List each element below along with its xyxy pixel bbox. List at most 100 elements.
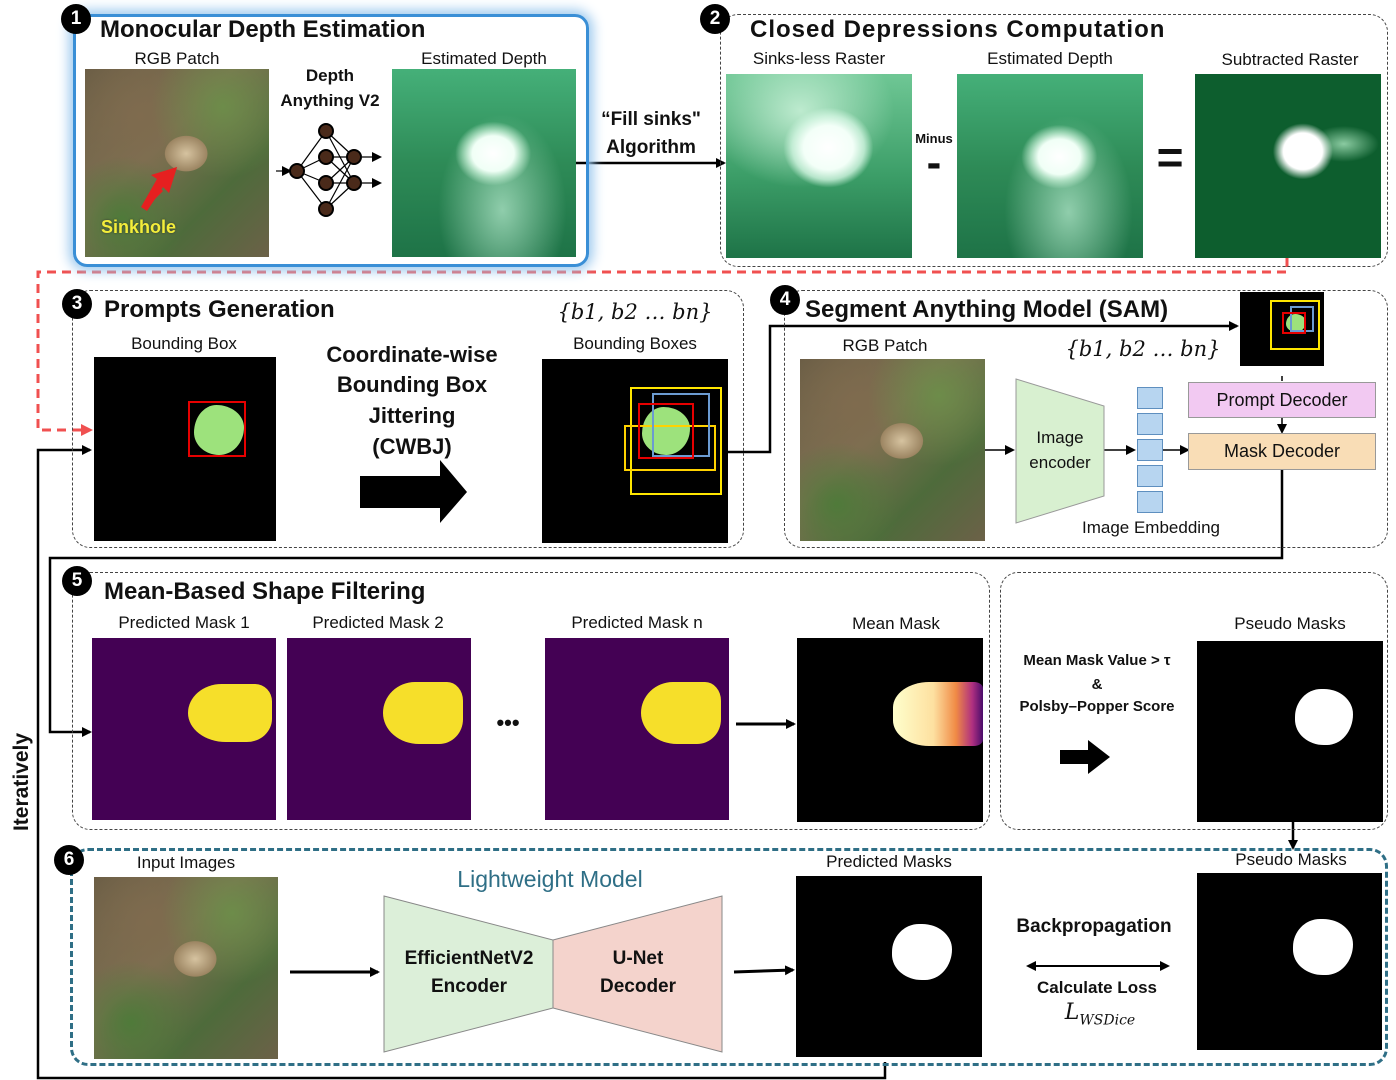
loss-subscript: WSDice <box>1079 1012 1136 1029</box>
subtracted-raster-label: Subtracted Raster <box>1221 50 1359 69</box>
image-encoder-line1: Image <box>1036 428 1084 447</box>
estimated-depth-image <box>392 69 576 257</box>
predicted-mask-1-label: Predicted Mask 1 <box>118 613 250 632</box>
pseudo-masks-label: Pseudo Masks <box>1234 614 1346 633</box>
model-name-line1: Depth <box>305 66 355 85</box>
criterion-line1: Mean Mask Value > τ <box>1023 652 1171 669</box>
mask-blob <box>194 405 244 455</box>
mask-blob <box>642 407 690 455</box>
section-6-badge: 6 <box>54 845 84 875</box>
mask-blob <box>383 682 463 744</box>
pseudo-masks-6-label: Pseudo Masks <box>1235 850 1347 869</box>
image-encoder-shape <box>1015 378 1105 524</box>
mean-mask-blob <box>893 682 983 746</box>
section-1-title: Monocular Depth Estimation <box>100 16 426 43</box>
section-2-badge: 2 <box>700 4 730 34</box>
estimated-depth-2-label: Estimated Depth <box>987 49 1113 68</box>
predicted-masks-label: Predicted Masks <box>826 852 952 871</box>
bbox-red <box>638 403 694 459</box>
lw-encoder-line1: EfficientNetV2 <box>404 948 534 969</box>
bbox-red <box>188 401 246 457</box>
section-5-panel <box>72 572 990 830</box>
mask-decoder-block: Mask Decoder <box>1188 433 1376 470</box>
calculate-loss-label: Calculate Loss <box>1037 978 1157 997</box>
image-encoder-line2: encoder <box>1029 453 1091 472</box>
embedding-cell <box>1137 439 1163 461</box>
sam-prompt-thumbnail <box>1240 292 1324 366</box>
lw-decoder-line2: Decoder <box>599 976 677 997</box>
pseudo-masks-6-image <box>1197 873 1382 1050</box>
section-4-badge: 4 <box>770 285 800 315</box>
section-4-title: Segment Anything Model (SAM) <box>805 296 1169 323</box>
mask-blob <box>1295 689 1353 745</box>
ellipsis: ••• <box>496 710 520 735</box>
sam-to-filter-arrow <box>48 470 1284 737</box>
cwbj-line2: Bounding Box <box>336 372 488 397</box>
embedding-cell <box>1137 413 1163 435</box>
boxes-set-label: {b1, b2 … bn} <box>557 300 713 324</box>
cwbj-line4: (CWBJ) <box>372 434 452 459</box>
sam-rgb-patch-label: RGB Patch <box>842 336 928 355</box>
predicted-mask-n-label: Predicted Mask n <box>571 613 703 632</box>
cwbj-block-arrow <box>360 460 467 523</box>
section-6-panel <box>70 848 1388 1066</box>
lw-encoder-line2: Encoder <box>430 976 508 997</box>
predicted-mask-2-label: Predicted Mask 2 <box>312 613 444 632</box>
subtracted-raster-image <box>1195 74 1381 258</box>
input-images-label: Input Images <box>136 853 236 872</box>
loss-symbol: L <box>1064 1000 1080 1025</box>
section-5-badge: 5 <box>62 566 92 596</box>
filter-criteria-panel <box>1000 572 1388 830</box>
lw-decoder-shape <box>552 895 723 1053</box>
loss-formula: LWSDice <box>1000 1000 1200 1028</box>
predicted-mask-n-image <box>545 638 729 820</box>
prompts-to-sam-arrow <box>728 321 1239 454</box>
sinkhole-label: Sinkhole <box>101 217 177 237</box>
sinkless-raster-label: Sinks-less Raster <box>752 49 886 68</box>
lightweight-model-title: Lightweight Model <box>457 866 643 892</box>
image-embedding-label: Image Embedding <box>1082 518 1220 537</box>
iteratively-label: Iteratively <box>10 732 33 832</box>
section-3-panel <box>72 290 744 548</box>
section-4-panel <box>784 290 1388 548</box>
bounding-boxes-image <box>542 359 728 543</box>
rgb-patch-image: Sinkhole <box>85 69 269 257</box>
pseudo-mask-image <box>1197 641 1383 822</box>
section-1-panel <box>73 14 589 267</box>
mask-blob <box>188 684 272 742</box>
criterion-line2: & <box>1091 676 1103 693</box>
section-3-title: Prompts Generation <box>104 296 335 323</box>
cwbj-line3: Jittering <box>368 403 456 428</box>
minus-label: Minus <box>915 131 953 146</box>
filter-block-arrow <box>1060 740 1110 774</box>
minus-sign: - <box>926 138 942 187</box>
backpropagation-label: Backpropagation <box>1016 916 1172 937</box>
bbox-yellow-1 <box>630 387 722 495</box>
section-2-title: Closed Depressions Computation <box>750 16 1166 43</box>
bounding-boxes-label: Bounding Boxes <box>573 334 697 353</box>
section-3-badge: 3 <box>62 289 92 319</box>
predicted-mask-1-image <box>92 638 276 820</box>
section-5-title: Mean-Based Shape Filtering <box>104 578 426 605</box>
fill-sinks-line1: “Fill sinks" <box>601 109 701 130</box>
embedding-cell <box>1137 491 1163 513</box>
mask-blob <box>641 682 721 744</box>
estimated-depth-2-image <box>957 74 1143 258</box>
cwbj-line1: Coordinate-wise <box>326 342 498 367</box>
bounding-box-label: Bounding Box <box>131 334 237 353</box>
input-images-image <box>94 877 278 1059</box>
equals-sign: = <box>1156 131 1184 183</box>
embedding-cell <box>1137 465 1163 487</box>
bbox-blue <box>1290 306 1314 332</box>
lw-decoder-line1: U-Net <box>612 948 664 969</box>
section-2-panel <box>720 14 1388 267</box>
sinkless-raster-image <box>726 74 912 258</box>
predicted-masks-image <box>796 876 982 1057</box>
bounding-box-image <box>94 357 276 541</box>
mean-mask-image <box>797 638 983 822</box>
bbox-yellow-2 <box>624 425 716 471</box>
fill-sinks-line2: Algorithm <box>606 137 696 158</box>
section-1-badge: 1 <box>61 4 91 34</box>
